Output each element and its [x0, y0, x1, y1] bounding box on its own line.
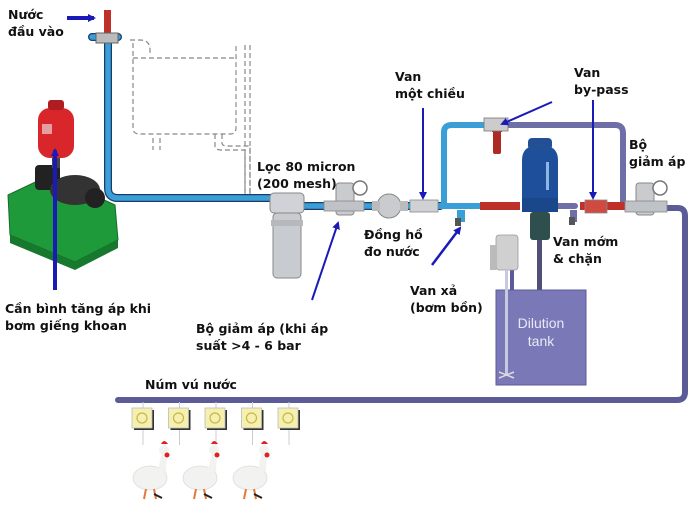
- label-drain-valve: Van xả(bơm bồn): [410, 283, 483, 315]
- booster-pump-with-tank: [7, 100, 119, 270]
- drinker-nipple: [204, 402, 227, 445]
- chicken: [182, 441, 220, 500]
- shutoff-valve: [569, 199, 608, 225]
- filter: [269, 192, 305, 279]
- inlet-valve: [95, 10, 119, 44]
- pressure-reducer-left: [323, 180, 368, 216]
- annotation-arrows: [51, 14, 597, 301]
- label-filter: Lọc 80 micron(200 mesh): [257, 159, 356, 191]
- label-nipples: Núm vú nước: [145, 377, 237, 392]
- drinker-nipple: [131, 402, 154, 445]
- check-valve: [409, 199, 439, 213]
- chicken: [232, 441, 270, 500]
- nipple-row: [131, 402, 300, 445]
- medicator-pump: [522, 138, 558, 300]
- drinker-nipple: [277, 402, 300, 445]
- drain-valve: [455, 210, 465, 226]
- label-shutoff-valve: Van mớm& chặn: [553, 234, 619, 266]
- dilution-tank: [490, 234, 587, 386]
- drinker-nipple: [241, 402, 264, 445]
- drinker-nipple: [168, 402, 191, 445]
- chicken: [132, 441, 170, 500]
- pressure-reducer-right: [624, 180, 668, 216]
- water-meter: [372, 193, 408, 219]
- chicken-row: [132, 441, 270, 500]
- bypass-valve: [483, 117, 509, 132]
- optional-header-tank-outline: [130, 39, 251, 200]
